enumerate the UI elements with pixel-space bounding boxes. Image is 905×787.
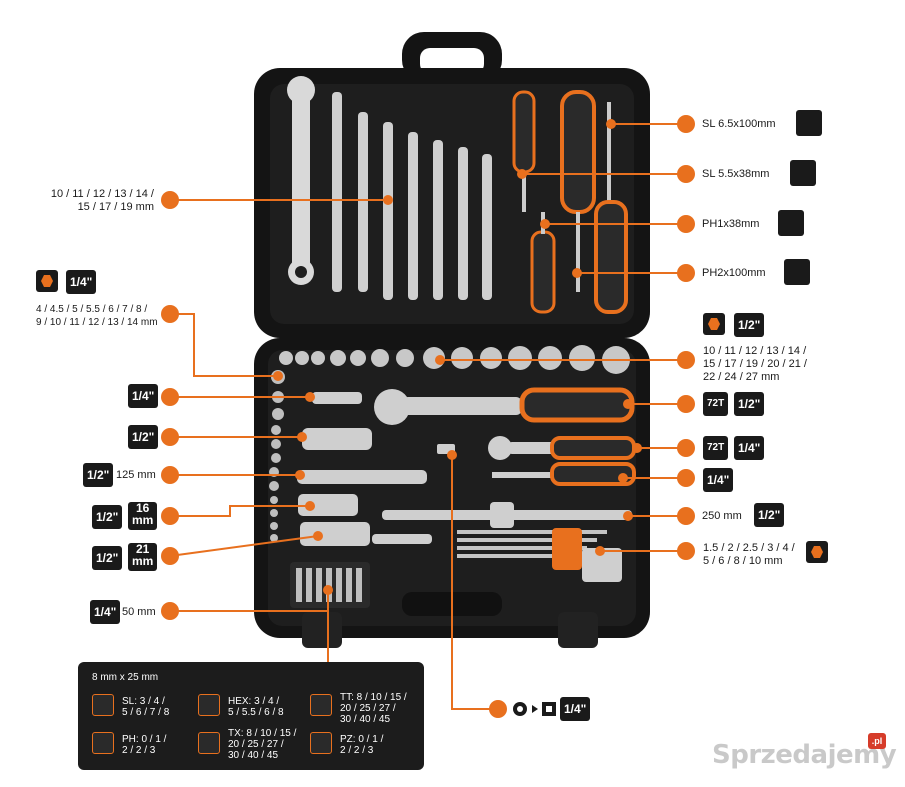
ext-half-badge: 1/2": [83, 463, 114, 487]
bits-drive-badge: 1/4": [90, 600, 121, 624]
hex-keys-sizes: 1.5 / 2 / 2.5 / 3 / 4 / 5 / 6 / 8 / 10 m…: [703, 542, 795, 567]
adapter-drive-badge: 1/4": [560, 697, 591, 721]
hex-socket-icon: [36, 270, 58, 292]
wrench-sizes-label: 10 / 11 / 12 / 13 / 14 / 15 / 17 / 19 mm: [50, 188, 154, 213]
hex-bit-icon: [198, 694, 220, 716]
bits-legend: 8 mm x 25 mm SL: 3 / 4 / 5 / 6 / 7 / 8 H…: [78, 662, 424, 770]
legend-tx: TX: 8 / 10 / 15 / 20 / 25 / 27 / 30 / 40…: [228, 728, 297, 761]
watermark: Sprzedajemy: [712, 740, 897, 770]
half-sockets-sizes: 10 / 11 / 12 / 13 / 14 / 15 / 17 / 19 / …: [703, 345, 807, 383]
deep-21-size-badge: 21 mm: [128, 543, 158, 571]
hex-socket-icon-half: [703, 313, 725, 335]
ext-half-length: 125 mm: [116, 469, 156, 481]
tt-bit-icon: [310, 694, 332, 716]
quarter-sockets-sizes: 4 / 4.5 / 5 / 5.5 / 6 / 7 / 8 / 9 / 10 /…: [36, 304, 158, 328]
legend-hex: HEX: 3 / 4 / 5 / 5.5 / 6 / 8: [228, 696, 284, 718]
legend-sl: SL: 3 / 4 / 5 / 6 / 7 / 8: [122, 696, 170, 718]
bits-length: 50 mm: [122, 606, 156, 618]
sd-sl65-label: SL 6.5x100mm: [702, 118, 776, 130]
quarter-sockets-badge: 1/4": [66, 270, 97, 294]
spinner-drive-badge: 1/4": [703, 468, 734, 492]
sl-bit-icon: [92, 694, 114, 716]
deep-21-drive-badge: 1/2": [92, 546, 123, 570]
legend-title: 8 mm x 25 mm: [92, 672, 159, 683]
sd-ph1-label: PH1x38mm: [702, 218, 760, 230]
ratchet-quarter-teeth-badge: 72T: [703, 436, 729, 460]
ph-bit-icon: [92, 732, 114, 754]
phillips-screwdriver-icon-2: [784, 259, 810, 285]
sd-ph2-label: PH2x100mm: [702, 267, 766, 279]
slotted-screwdriver-icon-2: [790, 160, 816, 186]
legend-pz: PZ: 0 / 1 / 2 / 2 / 3: [340, 734, 384, 756]
slotted-screwdriver-icon: [796, 110, 822, 136]
ratchet-half-teeth-badge: 72T: [703, 392, 729, 416]
phillips-screwdriver-icon: [778, 210, 804, 236]
pz-bit-icon: [310, 732, 332, 754]
adapter-icon: [513, 702, 556, 716]
sd-sl55-label: SL 5.5x38mm: [702, 168, 770, 180]
legend-ph: PH: 0 / 1 / 2 / 2 / 3: [122, 734, 167, 756]
hex-key-icon: [806, 541, 828, 563]
half-sockets-badge: 1/2": [734, 313, 765, 337]
ratchet-quarter-drive-badge: 1/4": [734, 436, 765, 460]
legend-tt: TT: 8 / 10 / 15 / 20 / 25 / 27 / 30 / 40…: [340, 692, 407, 725]
tbar-drive-badge: 1/2": [754, 503, 785, 527]
ujoint-quarter-badge: 1/4": [128, 384, 159, 408]
ujoint-half-badge: 1/2": [128, 425, 159, 449]
watermark-suffix: .pl: [868, 733, 886, 749]
deep-16-size-badge: 16 mm: [128, 502, 158, 530]
tx-bit-icon: [198, 732, 220, 754]
deep-16-drive-badge: 1/2": [92, 505, 123, 529]
ratchet-half-drive-badge: 1/2": [734, 392, 765, 416]
tbar-length: 250 mm: [702, 510, 742, 522]
